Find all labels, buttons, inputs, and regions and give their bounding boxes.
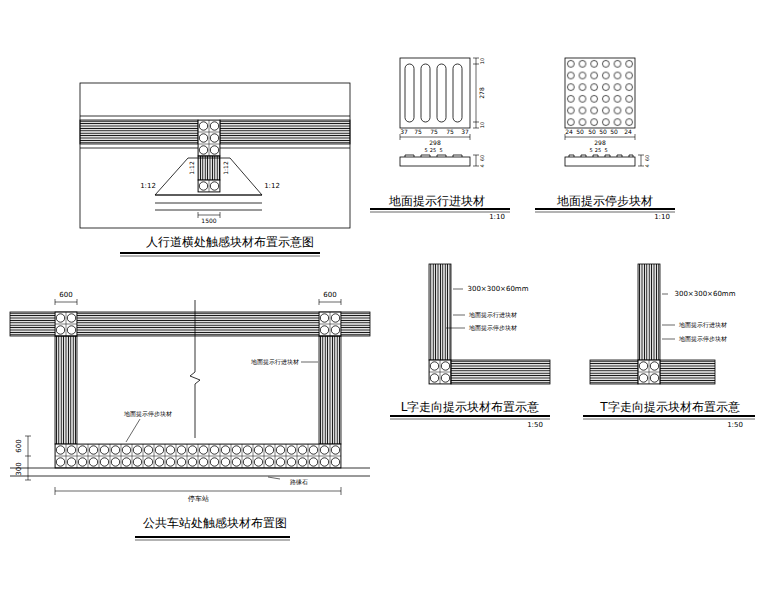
drawing-label: 298 (429, 140, 440, 146)
drawing-label: 10 (480, 122, 485, 128)
figure-title: L字走向提示块材布置示意 (401, 401, 540, 413)
drawing-label: 1:12 (140, 183, 156, 190)
drawing-label: 4 (480, 164, 485, 167)
drawing-label: 1:12 (223, 161, 229, 174)
drawing-label: 路缘石 (290, 479, 308, 485)
drawing-label: 5 (604, 148, 607, 153)
drawing-label: 50 (599, 129, 607, 135)
drawing-label: 37 (461, 129, 469, 135)
drawing-label: 300×300×60mm (675, 291, 736, 298)
drawing-label: 地面提示行进块材 (679, 322, 727, 328)
drawing-label: 地面提示行进块材 (469, 312, 517, 318)
drawing-label: 1500 (201, 218, 216, 224)
drawing-label: 300×300×60mm (468, 286, 529, 293)
drawing-label: 50 (588, 129, 596, 135)
drawing-label: 600 (59, 292, 72, 299)
drawing-label: 60 (480, 155, 485, 161)
drawing-label: 600 (16, 439, 23, 452)
drawing-label: 75 (446, 129, 454, 135)
figure-title: 人行道横处触感块材布置示意图 (146, 236, 314, 248)
drawing-label: 地面提示停步块材 (679, 336, 727, 342)
drawing-label: 37 (400, 129, 408, 135)
drawing-label: 5 (424, 148, 427, 153)
drawing-label: 298 (594, 140, 605, 146)
drawing-label: 25 (595, 148, 601, 153)
drawing-label: 1:10 (654, 214, 670, 221)
figure-title: 地面提示停步块材 (557, 195, 653, 207)
drawing-label: 1:12 (264, 183, 280, 190)
drawing-label: 50 (610, 129, 618, 135)
drawing-label: 60 (645, 155, 650, 161)
drawing-label: 1:12 (189, 161, 195, 174)
drawing-label: 1:50 (727, 422, 743, 429)
drawing-label: 10 (480, 58, 485, 64)
drawing-label: 1:50 (527, 422, 543, 429)
figure-title: T字走向提示块材布置示意 (600, 401, 739, 413)
drawing-label: 5 (439, 148, 442, 153)
drawing-label: 停车站 (188, 496, 209, 503)
drawing-label: 24 (565, 129, 573, 135)
drawing-label: 5 (589, 148, 592, 153)
drawing-label: 25 (430, 148, 436, 153)
drawing-label: 278 (479, 87, 485, 98)
drawing-label: 600 (323, 292, 336, 299)
drawing-label: 地面提示行进块材 (251, 359, 299, 365)
drawing-label: 75 (414, 129, 422, 135)
drawing-label: 地面提示停步块材 (124, 411, 172, 417)
drawing-label: 1:10 (489, 214, 505, 221)
figure-title: 公共车站处触感块材布置图 (143, 517, 287, 529)
drawing-label: 300 (16, 462, 23, 475)
drawing-label: 24 (624, 129, 632, 135)
drawing-label: 4 (645, 164, 650, 167)
drawing-label: 50 (576, 129, 584, 135)
figure-title: 地面提示行进块材 (389, 195, 485, 207)
drawing-label: 75 (430, 129, 438, 135)
drawing-label: 地面提示停步块材 (469, 325, 517, 331)
